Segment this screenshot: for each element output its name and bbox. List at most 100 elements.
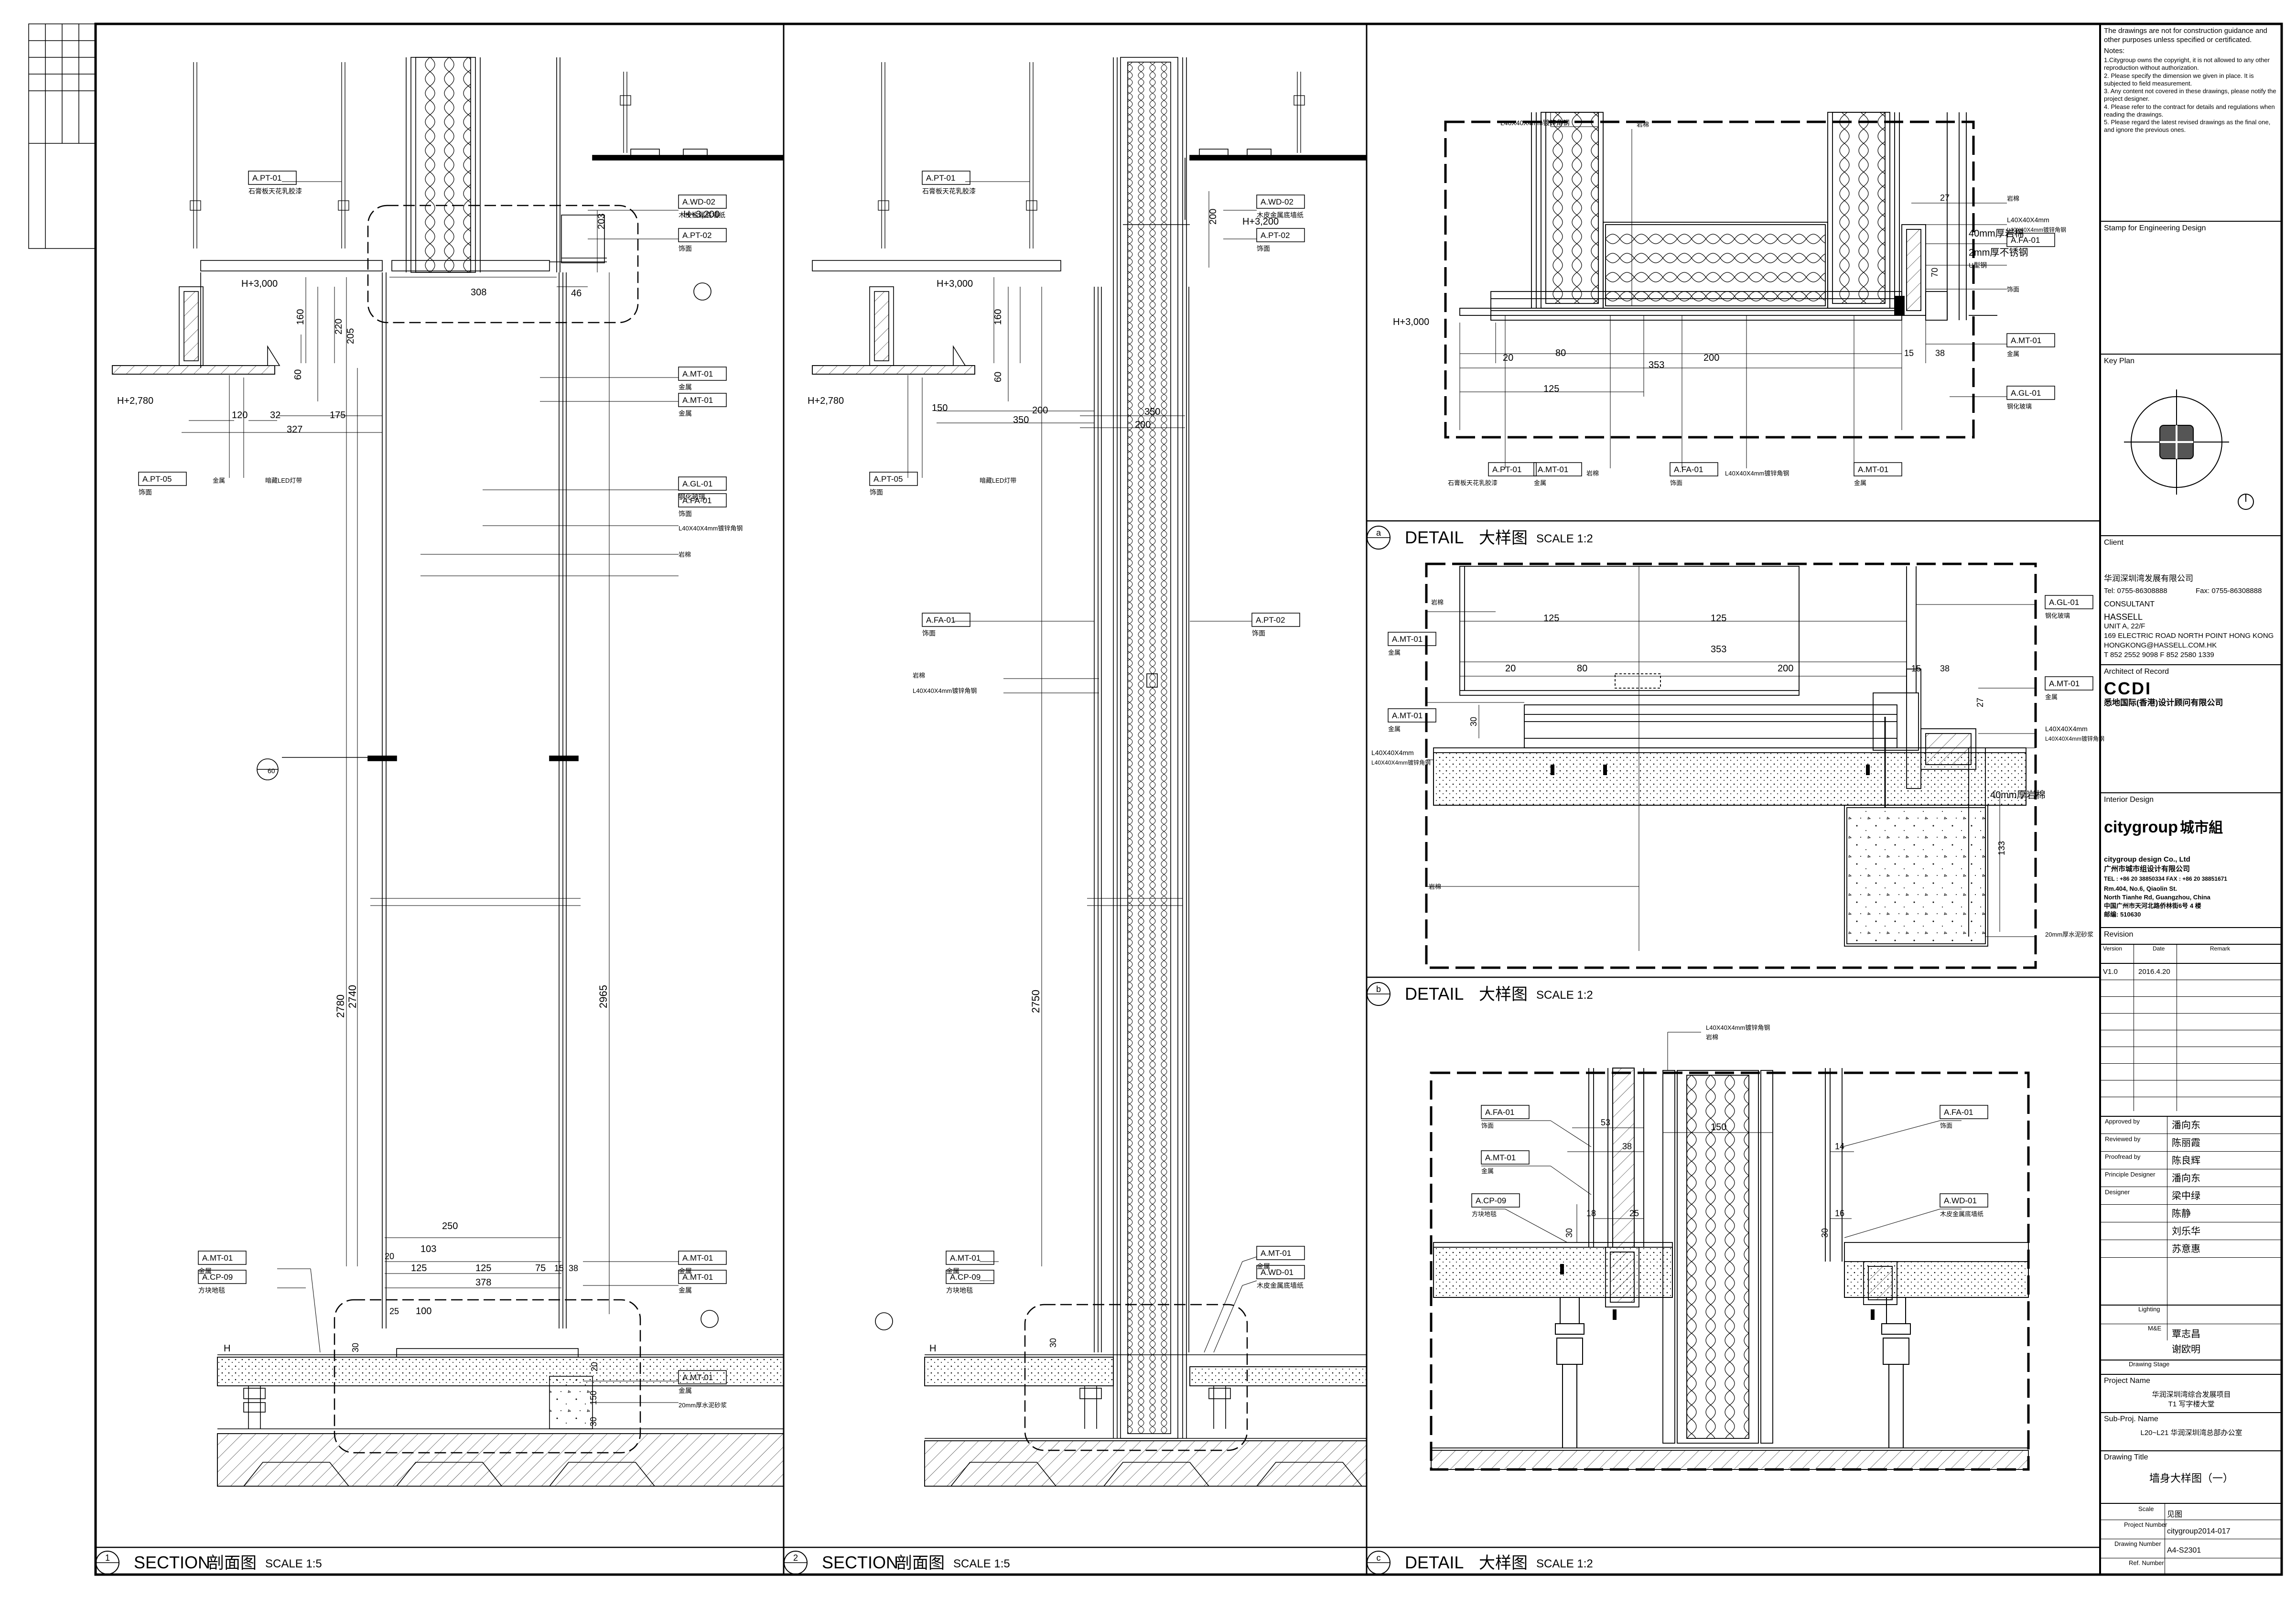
p1-tag-wd02: A.WD-02 — [682, 197, 715, 206]
section-1-number: 1 — [105, 1553, 110, 1563]
da-note-top: L40X40X4mm镀锌角钢 — [1500, 119, 1570, 127]
da-note-fabric: 饰面 — [2007, 286, 2019, 293]
p1-dim-308: 308 — [471, 287, 486, 298]
p2-note-fabric-c: 饰面 — [1252, 629, 1265, 637]
dc-note-carpet: 方块地毯 — [1472, 1210, 1497, 1218]
role-name: 陈静 — [2172, 1209, 2191, 1219]
role-label: Principle Designer — [2105, 1171, 2156, 1178]
client-label: Client — [2104, 539, 2124, 547]
architect-logo: CCDI — [2104, 679, 2152, 698]
p2-tag-wd01-box — [1256, 1265, 1305, 1279]
p2-tag-mt01-b-box — [1256, 1246, 1305, 1260]
p1-dim-30-b: 30 — [589, 1417, 598, 1426]
p1-dim-378: 378 — [475, 1277, 491, 1288]
db-note-steel-b: L40X40X4mm镀锌角钢 — [1371, 759, 1431, 766]
db-tag-gl01: A.GL-01 — [2049, 598, 2079, 607]
da-note-glass: 钢化玻璃 — [2007, 403, 2032, 410]
db-note-steel: L40X40X4mm — [1371, 749, 1414, 756]
db-dim-353: 353 — [1711, 644, 1726, 655]
consultant-mail: HONGKONG@HASSELL.COM.HK — [2104, 641, 2217, 649]
detail-b-number: b — [1376, 984, 1381, 994]
p1-dim-150: 150 — [589, 1391, 598, 1405]
detail-b-scale: SCALE 1:2 — [1536, 989, 1593, 1002]
p1-note-fabric-b: 饰面 — [679, 510, 692, 518]
p1-dim-203: 203 — [596, 214, 607, 229]
section-2-scale: SCALE 1:5 — [953, 1557, 1010, 1570]
role-name: 苏意惠 — [2172, 1244, 2200, 1254]
client-tel: Tel: 0755-86308888 — [2104, 587, 2167, 595]
interior-tel: TEL : +86 20 38850334 FAX : +86 20 38851… — [2104, 875, 2227, 882]
ref-label: Ref. Number — [2129, 1559, 2164, 1566]
p1-level-h: H — [224, 1343, 230, 1354]
detail-c-title: DETAIL — [1405, 1553, 1464, 1572]
db-dim-15: 15 — [1911, 664, 1921, 673]
scale-label: Scale — [2138, 1505, 2154, 1512]
p1-dim-25: 25 — [389, 1306, 399, 1316]
projno-label: Project Number — [2124, 1521, 2167, 1528]
p1-dim-15: 15 — [554, 1263, 564, 1273]
project-name-2: T1 写字楼大堂 — [2168, 1400, 2215, 1408]
interior-addr1: Rm.404, No.6, Qiaolin St. — [2104, 885, 2177, 892]
mep-label: M&E — [2148, 1325, 2162, 1332]
detail-b-title: DETAIL — [1405, 984, 1464, 1004]
p1-tag-gl01: A.GL-01 — [682, 479, 712, 488]
rev-version: V1.0 — [2103, 968, 2118, 976]
architect-label: Architect of Record — [2104, 668, 2169, 676]
p1-level-2780: H+2,780 — [117, 396, 153, 406]
p1-tag-mt01-e: A.MT-01 — [682, 1273, 713, 1282]
db-dim-30: 30 — [1469, 717, 1478, 726]
da-dim-38: 38 — [1935, 348, 1945, 358]
role-name: 刘乐华 — [2172, 1226, 2200, 1237]
p2-tag-cp09: A.CP-09 — [950, 1273, 981, 1282]
p1-tag-mt01: A.MT-01 — [682, 369, 713, 378]
p2-dim-350: 350 — [1013, 415, 1029, 425]
p2-dim-150: 150 — [932, 403, 948, 413]
p1-note-pt05: 饰面 — [139, 488, 152, 496]
da-tag-pt01: A.PT-01 — [1492, 465, 1521, 474]
interior-addr2: North Tianhe Rd, Guangzhou, China — [2104, 894, 2210, 901]
p2-tag-mt01: A.MT-01 — [950, 1253, 981, 1263]
consultant-name: HASSELL — [2104, 612, 2143, 622]
da-tag-fa01-box — [2006, 233, 2055, 247]
p1-tag-mt01-c-box — [198, 1251, 247, 1265]
db-tag-mt01: A.MT-01 — [1392, 635, 1423, 644]
db-note-metal-b: 金属 — [1388, 725, 1401, 733]
dc-dim-30-b: 30 — [1820, 1228, 1830, 1238]
db-note-r2: 40mm厚岩棉 — [1990, 789, 2046, 800]
role-name: 潘向东 — [2172, 1120, 2200, 1131]
p2-tag-pt02: A.PT-02 — [1261, 231, 1290, 240]
rev-col-remark: Remark — [2210, 945, 2231, 952]
db-tag-mt01-b-box — [1388, 708, 1436, 723]
dc-tag-wd01: A.WD-01 — [1944, 1196, 1977, 1205]
p2-note-steel: L40X40X4mm镀锌角钢 — [913, 687, 977, 694]
p1-dim-160: 160 — [295, 309, 306, 325]
p2-dim-60: 60 — [993, 372, 1003, 382]
p2-dim-350-b: 350 — [1144, 407, 1160, 417]
p1-tag-mt01-b-box — [678, 393, 727, 407]
section-1-scale: SCALE 1:5 — [265, 1557, 322, 1570]
dc-tag-cp09: A.CP-09 — [1476, 1196, 1506, 1205]
detail-c-title-cn: 大样图 — [1479, 1554, 1528, 1572]
interior-company-cn: 广州市城市组设计有限公司 — [2104, 865, 2190, 873]
p2-dim-200-c: 200 — [1135, 420, 1151, 430]
title-name: 墙身大样图（一） — [2149, 1472, 2233, 1484]
p2-level-3000: H+3,000 — [937, 279, 973, 289]
da-tag-pt01-box — [1488, 462, 1537, 476]
rev-date: 2016.4.20 — [2138, 968, 2170, 976]
title-block: The drawings are not for construction gu… — [2100, 24, 2282, 1575]
da-note-mineral: 岩棉 — [1637, 121, 1649, 128]
da-tag-mt01-b: A.MT-01 — [1538, 465, 1568, 474]
p1-tag-wd02-box — [678, 194, 727, 209]
p1-dim-2965: 2965 — [597, 985, 609, 1008]
dc-tag-cp09-box — [1471, 1193, 1520, 1208]
p1-note-fabric: 饰面 — [679, 245, 692, 252]
section-2-title-cn: 剖面图 — [896, 1554, 945, 1572]
db-dim-27: 27 — [1975, 698, 1985, 707]
da-dim-27: 27 — [1940, 193, 1950, 203]
drawno-value: A4-S2301 — [2167, 1546, 2201, 1555]
p1-note-stone: 20mm厚水泥砂浆 — [679, 1402, 727, 1409]
p2-note-wood: 木皮金属底墙纸 — [1257, 211, 1304, 219]
mep-name-2: 谢欧明 — [2172, 1344, 2200, 1355]
